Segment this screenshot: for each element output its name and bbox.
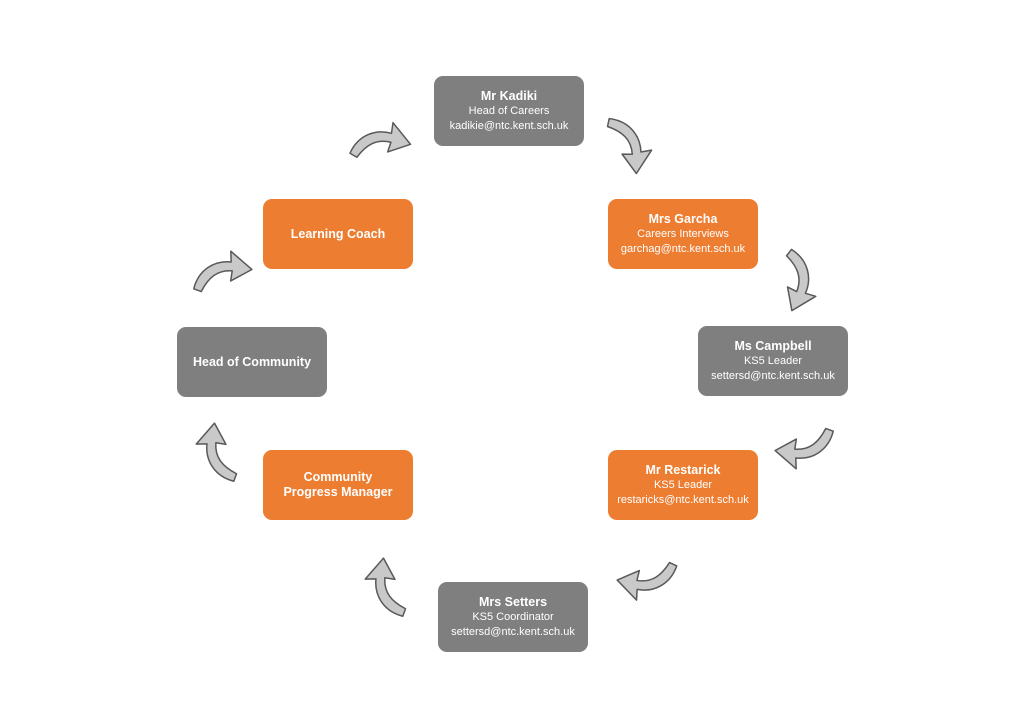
curved-arrow-icon <box>770 414 835 478</box>
node-role: KS5 Leader <box>653 478 713 491</box>
node-head-of-community: Head of Community <box>177 327 327 397</box>
node-name: Ms Campbell <box>734 338 812 353</box>
node-name: Learning Coach <box>290 226 386 241</box>
node-garcha: Mrs Garcha Careers Interviews garchag@nt… <box>608 199 758 269</box>
node-name: Mrs Setters <box>478 594 548 609</box>
node-role: Head of Careers <box>468 104 550 117</box>
node-name: Mrs Garcha <box>648 211 718 226</box>
node-learning-coach: Learning Coach <box>263 199 413 269</box>
curved-arrow-icon <box>192 242 257 306</box>
node-email: garchag@ntc.kent.sch.uk <box>620 242 746 255</box>
curved-arrow-icon <box>356 553 420 618</box>
node-name: Community Progress Manager <box>283 470 393 499</box>
node-kadiki: Mr Kadiki Head of Careers kadikie@ntc.ke… <box>434 76 584 146</box>
curved-arrow-icon <box>187 418 251 483</box>
arrow-group <box>187 110 835 618</box>
node-email: settersd@ntc.kent.sch.uk <box>451 625 575 638</box>
node-role: KS5 Coordinator <box>472 610 554 623</box>
curved-arrow-icon <box>612 544 678 611</box>
node-email: restaricks@ntc.kent.sch.uk <box>617 493 749 506</box>
node-campbell: Ms Campbell KS5 Leader settersd@ntc.kent… <box>698 326 848 396</box>
node-role: KS5 Leader <box>743 354 803 367</box>
node-name: Head of Community <box>192 354 312 369</box>
node-email: settersd@ntc.kent.sch.uk <box>711 369 835 382</box>
node-community-progress-manager: Community Progress Manager <box>263 450 413 520</box>
node-name: Mr Restarick <box>645 462 721 477</box>
node-email: kadikie@ntc.kent.sch.uk <box>449 119 569 132</box>
curved-arrow-icon <box>598 117 657 177</box>
node-restarick: Mr Restarick KS5 Leader restaricks@ntc.k… <box>608 450 758 520</box>
curved-arrow-icon <box>349 110 417 178</box>
node-name: Mr Kadiki <box>480 88 538 103</box>
node-role: Careers Interviews <box>637 227 729 240</box>
node-setters: Mrs Setters KS5 Coordinator settersd@ntc… <box>438 582 588 652</box>
curved-arrow-icon <box>761 248 831 318</box>
